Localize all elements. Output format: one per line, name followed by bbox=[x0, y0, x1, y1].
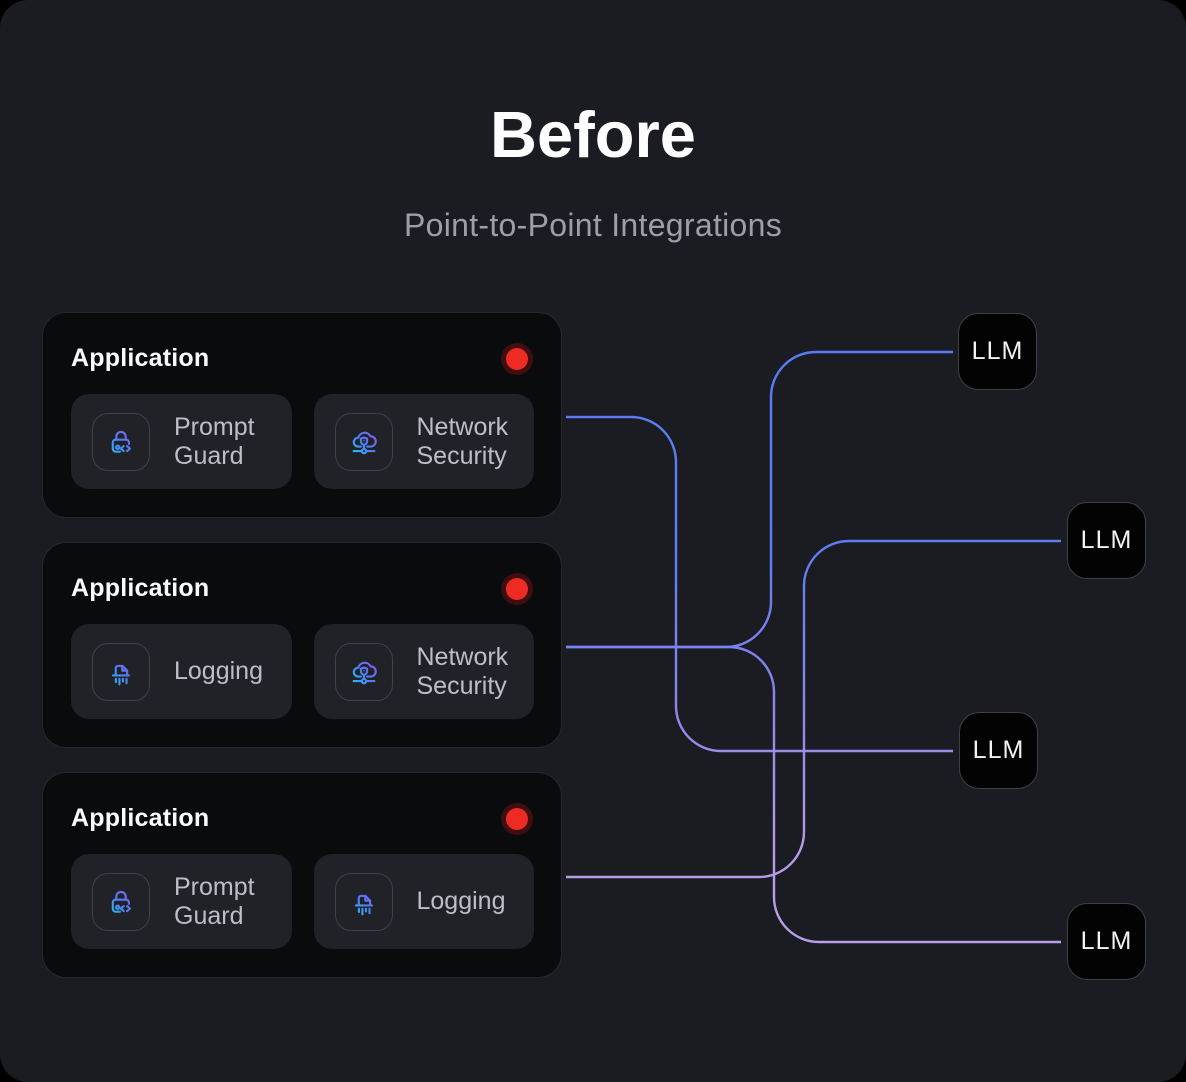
capability-chips: Prompt Guard Logging bbox=[71, 854, 534, 949]
card-title: Application bbox=[71, 804, 210, 832]
status-dot bbox=[506, 808, 528, 830]
capability-chips: Logging Network Security bbox=[71, 624, 534, 719]
prompt-guard-icon bbox=[92, 412, 150, 471]
status-dot bbox=[506, 578, 528, 600]
chip-label: Prompt Guard bbox=[174, 872, 255, 930]
wire-app1-llm3 bbox=[566, 415, 953, 753]
capability-chip-logging: Logging bbox=[71, 624, 292, 719]
llm-node-2: LLM bbox=[1067, 502, 1146, 579]
chip-label: Prompt Guard bbox=[174, 412, 255, 470]
llm-node-3: LLM bbox=[959, 712, 1038, 789]
capability-chip-prompt-guard: Prompt Guard bbox=[71, 854, 292, 949]
capability-chips: Prompt Guard Network Security bbox=[71, 394, 534, 489]
chip-label: Network Security bbox=[416, 642, 509, 700]
llm-label: LLM bbox=[972, 736, 1025, 764]
prompt-guard-icon bbox=[92, 872, 150, 931]
chip-label: Logging bbox=[416, 887, 506, 915]
capability-chip-network-security: Network Security bbox=[313, 394, 534, 489]
status-dot bbox=[506, 348, 528, 370]
page-title: Before bbox=[490, 98, 696, 171]
wire-app2-llm1 bbox=[566, 350, 953, 649]
logging-icon bbox=[334, 872, 393, 931]
application-card-3: Application Prompt Guard bbox=[42, 772, 562, 978]
llm-node-4: LLM bbox=[1067, 903, 1146, 980]
network-security-icon bbox=[334, 642, 393, 701]
llm-label: LLM bbox=[1080, 927, 1133, 955]
llm-label: LLM bbox=[971, 337, 1024, 365]
capability-chip-logging: Logging bbox=[313, 854, 534, 949]
application-card-2: Application Logging bbox=[42, 542, 562, 748]
wire-app2-llm4 bbox=[566, 645, 1061, 944]
page-subtitle: Point-to-Point Integrations bbox=[403, 207, 783, 243]
card-title: Application bbox=[71, 574, 210, 602]
llm-node-1: LLM bbox=[958, 313, 1037, 390]
network-security-icon bbox=[334, 412, 393, 471]
chip-label: Logging bbox=[174, 657, 263, 685]
chip-label: Network Security bbox=[416, 412, 509, 470]
logging-icon bbox=[92, 642, 150, 701]
application-card-1: Application Prompt Guard bbox=[42, 312, 562, 518]
card-title: Application bbox=[71, 344, 210, 372]
capability-chip-network-security: Network Security bbox=[313, 624, 534, 719]
llm-label: LLM bbox=[1080, 526, 1133, 554]
capability-chip-prompt-guard: Prompt Guard bbox=[71, 394, 292, 489]
wire-app3-llm2 bbox=[566, 539, 1061, 879]
